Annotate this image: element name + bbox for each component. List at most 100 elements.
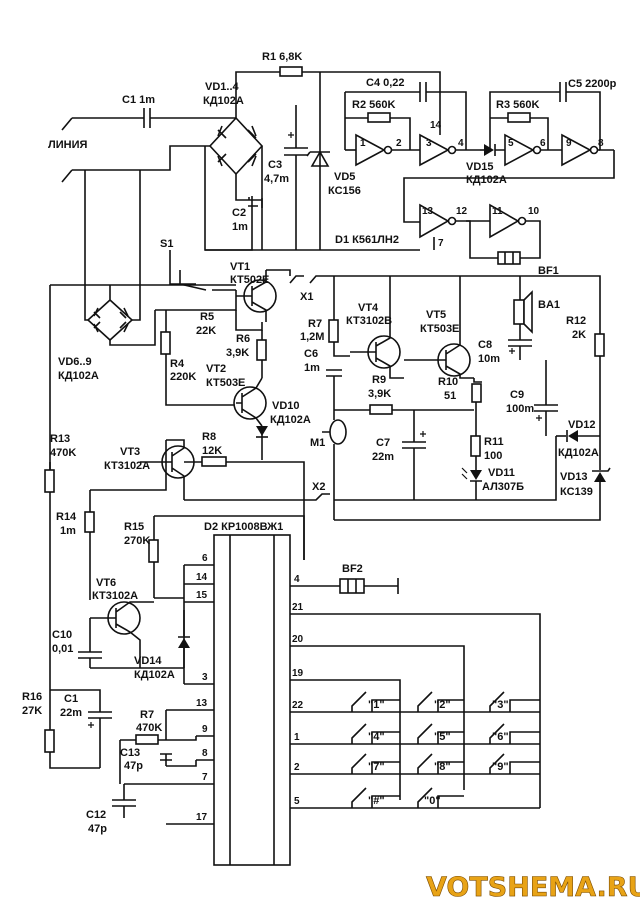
d2-pin-20: 20 (292, 634, 304, 645)
vt2-label: VT2 (206, 363, 226, 375)
resistor-r6 (256, 330, 267, 378)
vd10-label: VD10 (272, 400, 300, 412)
c1-top-label: C1 1m (122, 94, 155, 106)
d1-gates (344, 82, 615, 259)
r12-label: R12 (566, 315, 586, 327)
line-label: ЛИНИЯ (48, 139, 87, 151)
resistor-r7-bottom (119, 734, 197, 784)
cap-c3 (284, 105, 308, 250)
ba1-label: BA1 (538, 299, 560, 311)
diode-vd10 (256, 426, 268, 460)
vt4-label: VT4 (358, 302, 379, 314)
c13-value: 47р (124, 760, 143, 772)
c8-value: 10m (478, 353, 500, 365)
d1-pin-6: 6 (540, 138, 546, 149)
r9-value: 3,9K (368, 388, 391, 400)
vd15-label: VD15 (466, 161, 494, 173)
r3-label: R3 560K (496, 99, 539, 111)
microphone-m1 (322, 410, 347, 520)
c1-bottom-label: C1 (64, 693, 78, 705)
c13-label: C13 (120, 747, 140, 759)
d2-pin-14: 14 (196, 572, 208, 583)
d2-pin-4: 4 (294, 574, 300, 585)
vt1-type: КТ502Е (230, 274, 269, 286)
vd5-label: VD5 (334, 171, 355, 183)
resistor-r10 (471, 378, 482, 430)
r9-label: R9 (372, 374, 386, 386)
m1-label: M1 (310, 437, 325, 449)
key-0: "0" (424, 795, 441, 807)
d1-pin-11: 11 (492, 206, 503, 217)
r8-label: R8 (202, 431, 216, 443)
line-input: ЛИНИЯ (48, 108, 236, 275)
x2-rail (184, 436, 557, 501)
d1-pin-10: 10 (528, 206, 540, 217)
r5-label: R5 (200, 311, 214, 323)
cap-c1-bottom (88, 711, 112, 768)
d1-label: D1 К561ЛН2 (335, 234, 399, 246)
diode-vd14 (90, 610, 190, 669)
d1-pin-14: 14 (430, 120, 442, 131)
vd14-label: VD14 (134, 655, 162, 667)
resistor-r16 (44, 689, 101, 769)
d2-pin-21: 21 (292, 602, 304, 613)
d1-pin-5: 5 (508, 138, 514, 149)
cap-c2 (204, 146, 420, 251)
d2-pin-19: 19 (292, 668, 304, 679)
resistor-r15 (148, 516, 159, 598)
vt4-type: КТ3102В (346, 315, 392, 327)
c2-label: C2 (232, 207, 246, 219)
hook-switch-s1 (169, 250, 236, 291)
c8-label: C8 (478, 339, 492, 351)
r15-value: 270K (124, 535, 150, 547)
vd13-label: VD13 (560, 471, 588, 483)
vd6-9-type: КД102А (58, 370, 99, 382)
r14-value: 1m (60, 525, 76, 537)
vd6-9-label: VD6..9 (58, 356, 92, 368)
r12-value: 2K (572, 329, 586, 341)
r11-value: 100 (484, 450, 502, 462)
transistor-vt1 (236, 269, 520, 322)
c9-value: 100m (506, 403, 534, 415)
zener-vd13 (334, 436, 611, 521)
r14-label: R14 (56, 511, 77, 523)
c4-label: C4 0,22 (366, 77, 405, 89)
diode-vd12 (556, 430, 600, 442)
vd14-type: КД102А (134, 669, 175, 681)
cap-c10 (78, 618, 102, 668)
vd10-type: КД102А (270, 414, 311, 426)
r16-label: R16 (22, 691, 42, 703)
c12-label: C12 (86, 809, 106, 821)
d1-pin-12: 12 (456, 206, 468, 217)
diode-bridge-vd6-9 (49, 170, 237, 720)
resistor-r5 (235, 310, 263, 331)
vt6-label: VT6 (96, 577, 116, 589)
r10-value: 51 (444, 390, 456, 402)
r11-label: R11 (484, 436, 504, 448)
d2-right-pins (290, 578, 541, 809)
r13-value: 470K (50, 447, 76, 459)
x2-label: X2 (312, 481, 325, 493)
d2-pin-1: 1 (294, 732, 300, 743)
d2-pin-2: 2 (294, 762, 300, 773)
vt2-type: КТ503Е (206, 377, 245, 389)
r15-label: R15 (124, 521, 144, 533)
d2-pin-17: 17 (196, 812, 208, 823)
vd13-type: КС139 (560, 486, 593, 498)
c7-label: C7 (376, 437, 390, 449)
key-7: "7" (368, 761, 385, 773)
key-5: "5" (434, 731, 451, 743)
c10-value: 0,01 (52, 643, 73, 655)
d2-pin-22: 22 (292, 700, 304, 711)
s1-label: S1 (160, 238, 173, 250)
piezo-bf1 (497, 251, 521, 265)
d1-pin-8: 8 (598, 138, 604, 149)
r7-bottom-label: R7 (140, 709, 154, 721)
bf1-label: BF1 (538, 265, 559, 277)
vt3-type: КТ3102А (104, 460, 150, 472)
r6-value: 3,9K (226, 347, 249, 359)
vd15-type: КД102А (466, 174, 507, 186)
r2-label: R2 560K (352, 99, 395, 111)
transistor-vt4 (350, 276, 404, 379)
r1-label: R1 6,8K (262, 51, 302, 63)
